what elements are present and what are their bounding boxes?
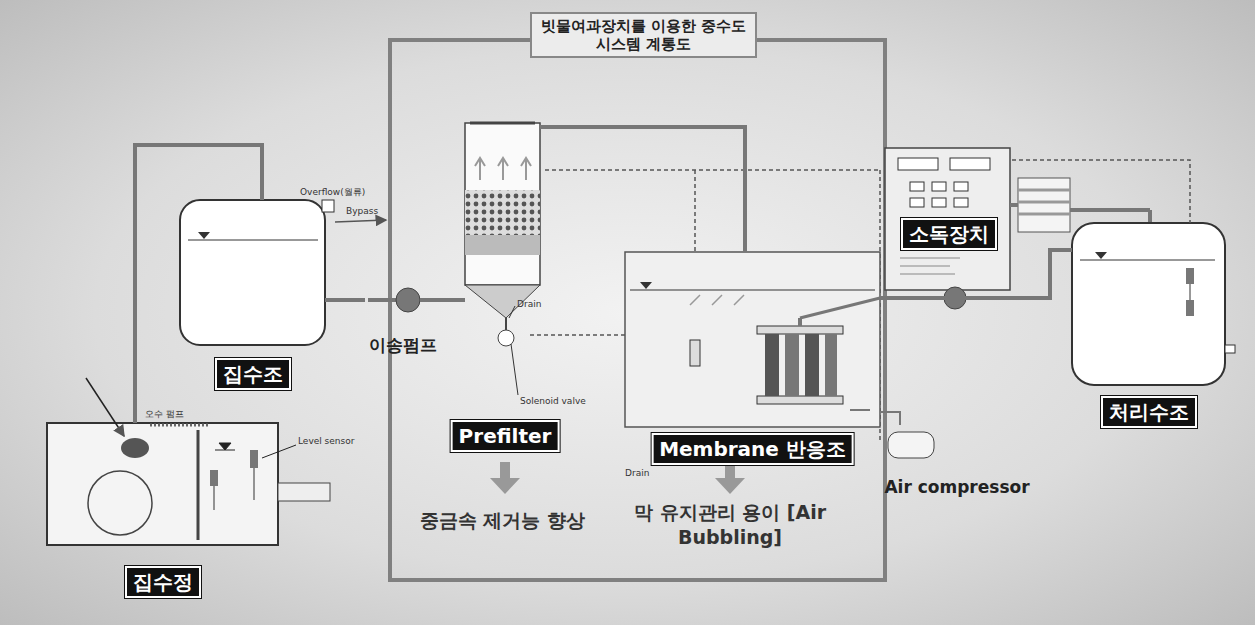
feature-note: 중금속 제거능 향상 xyxy=(395,508,610,534)
name-tag: 집수정 xyxy=(125,566,201,598)
part-name: Drain xyxy=(625,468,649,478)
air-compressor: Air compressor xyxy=(882,425,1032,497)
part-name: Level sensor xyxy=(298,436,354,446)
part-name: 오수 펌프 xyxy=(145,408,184,421)
pipe-line xyxy=(440,298,455,302)
part-name: Drain xyxy=(517,299,541,309)
collection-pit: 집수정 xyxy=(47,423,278,598)
pipe-line xyxy=(325,298,365,302)
name-tag: 처리수조 xyxy=(1101,396,1197,428)
pipe-label: Bypass xyxy=(346,206,378,216)
name-tag: Prefilter xyxy=(451,420,560,452)
name-tag: 소독장치 xyxy=(901,218,997,250)
component-label: Air compressor xyxy=(884,477,1029,497)
disinfection-unit: 소독장치 xyxy=(885,148,1012,290)
feature-note: 막 유지관리 용이 [Air Bubbling] xyxy=(615,500,845,548)
pipe-line xyxy=(880,412,900,425)
collection-tank: 집수조 xyxy=(180,200,325,390)
name-tag: 집수조 xyxy=(215,358,291,390)
part-name: Solenoid valve xyxy=(520,396,586,406)
control-line xyxy=(1012,160,1190,223)
component-label: 이송펌프 xyxy=(369,334,437,357)
transfer-pump: 이송펌프 xyxy=(365,285,440,357)
pipe-label: Overflow(월류) xyxy=(300,186,365,199)
treated-water-tank: 처리수조 xyxy=(1072,223,1225,428)
name-tag: Membrane 반응조 xyxy=(651,433,854,465)
diagram-title: 빗물여과장치를 이용한 중수도 시스템 계통도 xyxy=(530,12,757,58)
pipe-line xyxy=(880,250,1072,298)
pipe-line xyxy=(555,127,745,252)
membrane-reactor: Membrane 반응조 xyxy=(625,252,880,465)
